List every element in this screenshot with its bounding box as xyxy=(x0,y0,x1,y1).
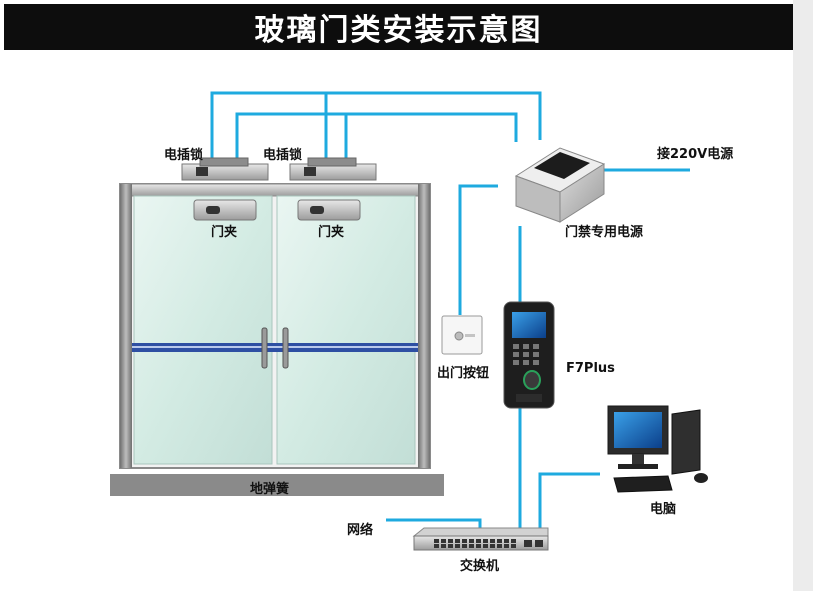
wire-network-to-switch xyxy=(386,518,482,528)
door-clamp-left-icon xyxy=(193,199,257,221)
label-exit-button: 出门按钮 xyxy=(437,366,490,381)
label-computer: 电脑 xyxy=(650,502,677,517)
floor-spring-bar xyxy=(110,474,444,496)
label-switch: 交换机 xyxy=(460,559,500,574)
handle-right-icon xyxy=(282,327,289,369)
wire-lock-left-b-to-power xyxy=(235,112,518,158)
door-leaf-right xyxy=(276,195,416,465)
page-title: 玻璃门类安装示意图 xyxy=(4,4,793,50)
glass-door xyxy=(119,183,431,469)
wiring xyxy=(210,91,690,528)
label-terminal: F7Plus xyxy=(566,361,615,376)
door-frame-left xyxy=(120,184,132,468)
label-access-power: 门禁专用电源 xyxy=(565,225,644,240)
computer-icon xyxy=(607,405,708,493)
label-clamp-left: 门夹 xyxy=(211,225,238,240)
label-floor-spring: 地弹簧 xyxy=(250,482,290,497)
label-clamp-right: 门夹 xyxy=(318,225,345,240)
label-power-source: 接220V电源 xyxy=(657,147,734,162)
exit-button-icon xyxy=(441,315,483,355)
label-lock-left: 电插锁 xyxy=(164,148,204,163)
electric-lock-right-icon xyxy=(289,157,377,181)
power-supply-icon xyxy=(514,147,606,223)
f7plus-terminal-icon xyxy=(503,301,555,409)
handle-left-icon xyxy=(261,327,268,369)
page-edge-strip xyxy=(793,0,813,591)
label-lock-right: 电插锁 xyxy=(263,148,303,163)
door-frame-right xyxy=(418,184,430,468)
label-network: 网络 xyxy=(347,523,374,538)
door-leaf-left xyxy=(133,195,273,465)
wire-computer-to-switch xyxy=(538,472,600,528)
electric-lock-left-icon xyxy=(181,157,269,181)
network-switch-icon xyxy=(412,527,549,551)
wire-lock-left-to-power xyxy=(210,91,542,158)
wire-exit-button xyxy=(458,184,498,315)
door-clamp-right-icon xyxy=(297,199,361,221)
